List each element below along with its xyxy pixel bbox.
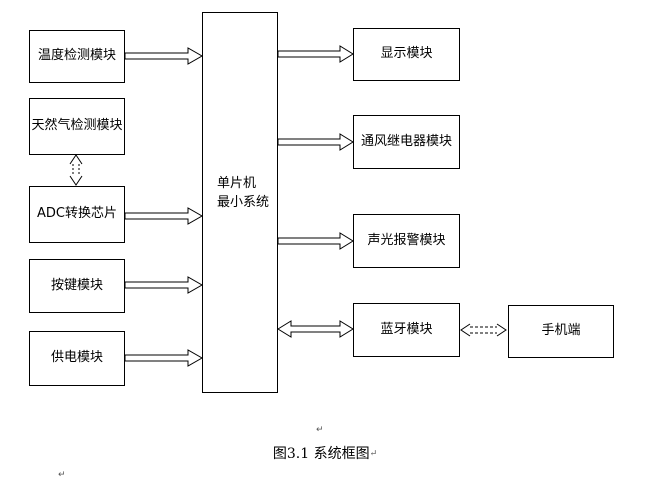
arrow-temp-to-mcu	[124, 47, 204, 65]
display-module-label: 显示模块	[380, 46, 433, 62]
gas-sensor-module-label: 天然气检测模块	[31, 118, 123, 134]
paragraph-mark-lower: ↵	[58, 470, 66, 480]
dashed-arrow-bluetooth-phone	[460, 323, 507, 337]
arrow-adc-to-mcu	[124, 207, 204, 225]
mcu-label-line2: 最小系统	[217, 194, 270, 210]
power-module-box: 供电模块	[29, 331, 125, 386]
paragraph-mark-caption: ↵	[369, 449, 378, 459]
mobile-phone-label: 手机端	[541, 323, 581, 339]
dashed-arrow-gas-adc	[69, 154, 83, 186]
keypad-module-label: 按键模块	[50, 277, 103, 293]
bluetooth-module-box: 蓝牙模块	[353, 303, 460, 357]
adc-chip-box: ADC转换芯片	[29, 186, 125, 243]
ventilation-relay-module-label: 通风继电器模块	[360, 133, 452, 149]
mcu-label-line1: 单片机	[217, 176, 257, 192]
adc-chip-label: ADC转换芯片	[37, 206, 117, 222]
temperature-module-label: 温度检测模块	[37, 48, 116, 64]
bluetooth-module-label: 蓝牙模块	[380, 321, 433, 337]
gas-sensor-module-box: 天然气检测模块	[29, 98, 125, 155]
temperature-module-box: 温度检测模块	[29, 30, 125, 83]
sound-light-alarm-module-label: 声光报警模块	[367, 232, 446, 248]
sound-light-alarm-module-box: 声光报警模块	[353, 214, 460, 268]
mcu-minimum-system-box: 单片机 最小系统	[202, 12, 278, 393]
arrow-mcu-to-relay	[277, 133, 354, 151]
arrow-keys-to-mcu	[124, 276, 204, 294]
paragraph-mark-upper: ↵	[316, 425, 324, 435]
display-module-box: 显示模块	[353, 28, 460, 81]
ventilation-relay-module-box: 通风继电器模块	[353, 115, 460, 169]
arrow-mcu-bluetooth-bidirectional	[277, 320, 354, 338]
arrow-mcu-to-display	[277, 45, 354, 63]
power-module-label: 供电模块	[50, 350, 103, 366]
keypad-module-box: 按键模块	[29, 259, 125, 313]
figure-caption: 图3.1 系统框图↵	[0, 443, 650, 463]
figure-caption-text: 图3.1 系统框图	[272, 446, 370, 462]
arrow-power-to-mcu	[124, 349, 204, 367]
mobile-phone-box: 手机端	[508, 305, 614, 358]
arrow-mcu-to-alarm	[277, 232, 354, 250]
